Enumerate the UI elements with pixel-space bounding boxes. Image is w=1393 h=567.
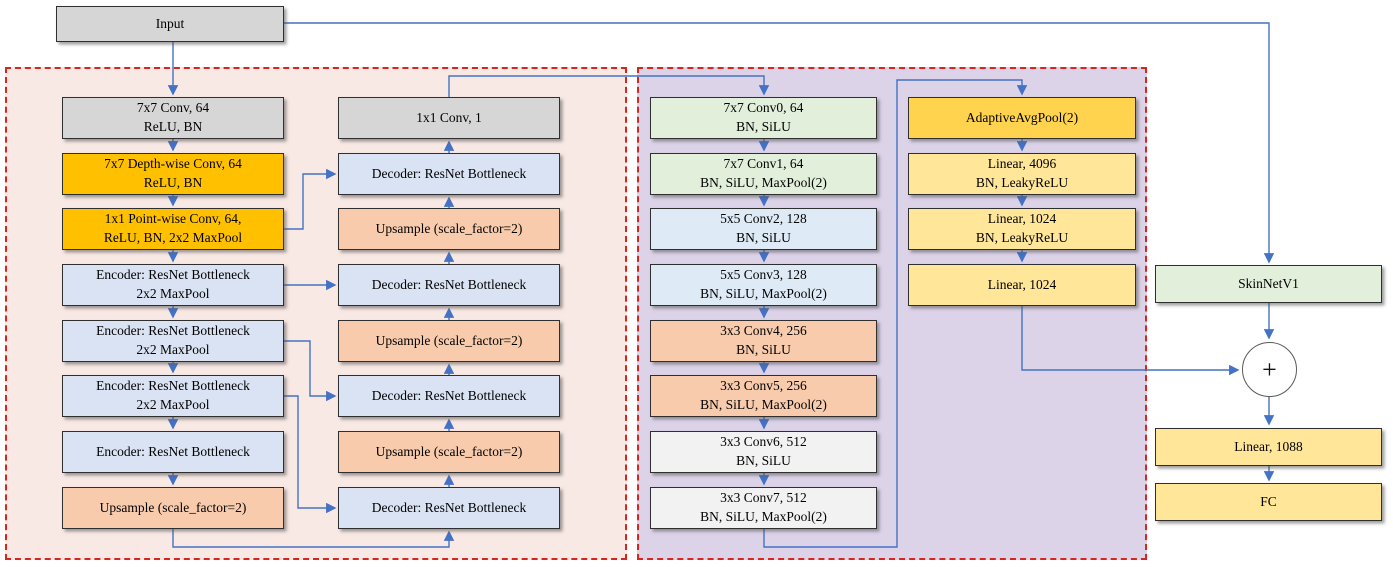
- node-pointwise-conv: 1x1 Point-wise Conv, 64, ReLU, BN, 2x2 M…: [62, 208, 284, 250]
- node-linear-4096: Linear, 4096 BN, LeakyReLU: [908, 153, 1136, 195]
- node-conv0: 7x7 Conv0, 64 BN, SiLU: [650, 97, 877, 139]
- node-fc: FC: [1155, 483, 1382, 521]
- node-decoder-bottleneck-2: Decoder: ResNet Bottleneck: [338, 264, 560, 306]
- node-linear-1024-a: Linear, 1024 BN, LeakyReLU: [908, 208, 1136, 250]
- node-upsample-2: Upsample (scale_factor=2): [338, 320, 560, 362]
- node-upsample-3: Upsample (scale_factor=2): [338, 431, 560, 473]
- node-conv5: 3x3 Conv5, 256 BN, SiLU, MaxPool(2): [650, 375, 877, 417]
- node-upsample-1: Upsample (scale_factor=2): [338, 208, 560, 250]
- node-decoder-bottleneck-3: Decoder: ResNet Bottleneck: [338, 375, 560, 417]
- node-conv2: 5x5 Conv2, 128 BN, SiLU: [650, 208, 877, 250]
- node-conv7: 3x3 Conv7, 512 BN, SiLU, MaxPool(2): [650, 487, 877, 529]
- node-conv1x1-out: 1x1 Conv, 1: [338, 97, 560, 139]
- node-encoder-bottleneck-1: Encoder: ResNet Bottleneck 2x2 MaxPool: [62, 264, 284, 306]
- node-upsample-bottom: Upsample (scale_factor=2): [62, 487, 284, 529]
- node-conv7x7-64: 7x7 Conv, 64 ReLU, BN: [62, 97, 284, 139]
- node-adaptive-avgpool: AdaptiveAvgPool(2): [908, 97, 1136, 139]
- node-encoder-bottleneck-2: Encoder: ResNet Bottleneck 2x2 MaxPool: [62, 320, 284, 362]
- node-encoder-bottleneck-4: Encoder: ResNet Bottleneck: [62, 431, 284, 473]
- node-linear-1088: Linear, 1088: [1155, 428, 1382, 466]
- node-conv4: 3x3 Conv4, 256 BN, SiLU: [650, 320, 877, 362]
- node-decoder-bottleneck-4: Decoder: ResNet Bottleneck: [338, 487, 560, 529]
- node-encoder-bottleneck-3: Encoder: ResNet Bottleneck 2x2 MaxPool: [62, 375, 284, 417]
- node-decoder-bottleneck-1: Decoder: ResNet Bottleneck: [338, 153, 560, 195]
- node-depthwise-conv: 7x7 Depth-wise Conv, 64 ReLU, BN: [62, 153, 284, 195]
- node-skinnetv1: SkinNetV1: [1155, 265, 1382, 303]
- node-input: Input: [56, 6, 284, 42]
- sum-junction: +: [1242, 342, 1297, 397]
- node-conv1: 7x7 Conv1, 64 BN, SiLU, MaxPool(2): [650, 153, 877, 195]
- node-linear-1024-b: Linear, 1024: [908, 264, 1136, 306]
- node-conv3: 5x5 Conv3, 128 BN, SiLU, MaxPool(2): [650, 264, 877, 306]
- node-conv6: 3x3 Conv6, 512 BN, SiLU: [650, 431, 877, 473]
